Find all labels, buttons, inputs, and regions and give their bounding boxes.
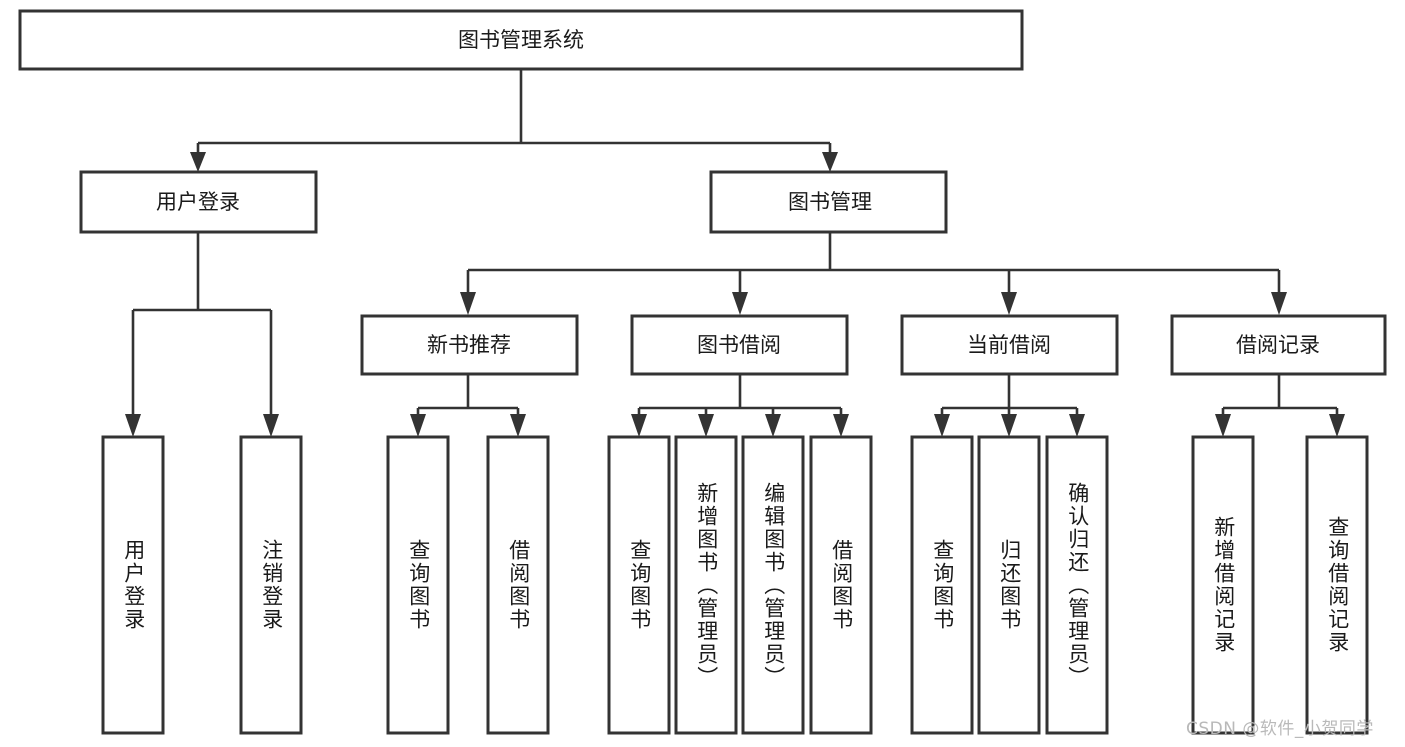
- leaf-user-logout-box[interactable]: [239, 435, 303, 735]
- node-book-manage[interactable]: 图书管理: [709, 170, 948, 234]
- arrow-to-leaf-borrow-book-1: [510, 414, 526, 437]
- leaf-query-book-2-box[interactable]: [607, 435, 671, 735]
- node-current-borrow-label: 当前借阅: [967, 333, 1051, 357]
- leaf-user-login-box[interactable]: [101, 435, 165, 735]
- csdn-watermark: CSDN @软件_小贺同学: [1186, 719, 1374, 739]
- node-borrow-record[interactable]: 借阅记录: [1170, 314, 1387, 376]
- arrow-to-leaf-borrow-book-2: [833, 414, 849, 437]
- leaf-add-book-box[interactable]: [674, 435, 738, 735]
- arrow-to-leaf-query-record: [1329, 414, 1345, 437]
- node-book-borrow[interactable]: 图书借阅: [630, 314, 849, 376]
- node-book-manage-box[interactable]: [709, 170, 948, 234]
- node-root[interactable]: 图书管理系统: [18, 9, 1024, 71]
- arrow-to-leaf-user-login: [125, 414, 141, 437]
- arrow-to-leaf-add-book: [698, 414, 714, 437]
- arrow-to-leaf-add-record: [1215, 414, 1231, 437]
- node-book-borrow-box[interactable]: [630, 314, 849, 376]
- leaf-borrow-book-1-box[interactable]: [486, 435, 550, 735]
- leaf-confirm-return-box[interactable]: [1045, 435, 1109, 735]
- node-book-borrow-label: 图书借阅: [697, 333, 781, 357]
- arrow-to-book-manage: [822, 152, 838, 172]
- arrow-to-current-borrow: [1001, 292, 1017, 315]
- leaf-query-book-3-box[interactable]: [910, 435, 974, 735]
- arrow-to-leaf-user-logout: [263, 414, 279, 437]
- arrow-to-leaf-confirm-return: [1069, 414, 1085, 437]
- arrow-to-user-login: [190, 152, 206, 172]
- leaf-borrow-book-2-box[interactable]: [809, 435, 873, 735]
- leaf-query-book-1-box[interactable]: [386, 435, 450, 735]
- node-book-manage-label: 图书管理: [788, 190, 872, 214]
- arrow-to-new-book-recommend: [460, 292, 476, 315]
- node-root-box[interactable]: [18, 9, 1024, 71]
- arrow-to-borrow-record: [1271, 292, 1287, 315]
- node-new-book-recommend-box[interactable]: [360, 314, 579, 376]
- node-new-book-recommend[interactable]: 新书推荐: [360, 314, 579, 376]
- arrow-to-leaf-return-book: [1001, 414, 1017, 437]
- leaf-add-record-box[interactable]: [1191, 435, 1255, 735]
- arrow-to-leaf-query-book-3: [934, 414, 950, 437]
- node-new-book-recommend-label: 新书推荐: [427, 333, 511, 357]
- node-user-login-label: 用户登录: [156, 190, 240, 214]
- arrow-to-leaf-query-book-1: [410, 414, 426, 437]
- arrow-to-book-borrow: [732, 292, 748, 315]
- leaf-box-group: [101, 435, 1369, 735]
- leaf-return-book-box[interactable]: [977, 435, 1041, 735]
- arrow-to-leaf-query-book-2: [631, 414, 647, 437]
- node-borrow-record-box[interactable]: [1170, 314, 1387, 376]
- node-current-borrow-box[interactable]: [900, 314, 1119, 376]
- leaf-query-record-box[interactable]: [1305, 435, 1369, 735]
- leaf-edit-book-box[interactable]: [741, 435, 805, 735]
- connector-group: [125, 69, 1345, 437]
- node-user-login-box[interactable]: [79, 170, 318, 234]
- node-borrow-record-label: 借阅记录: [1236, 333, 1320, 357]
- arrow-to-leaf-edit-book: [765, 414, 781, 437]
- node-root-label: 图书管理系统: [458, 28, 584, 52]
- node-current-borrow[interactable]: 当前借阅: [900, 314, 1119, 376]
- node-user-login[interactable]: 用户登录: [79, 170, 318, 234]
